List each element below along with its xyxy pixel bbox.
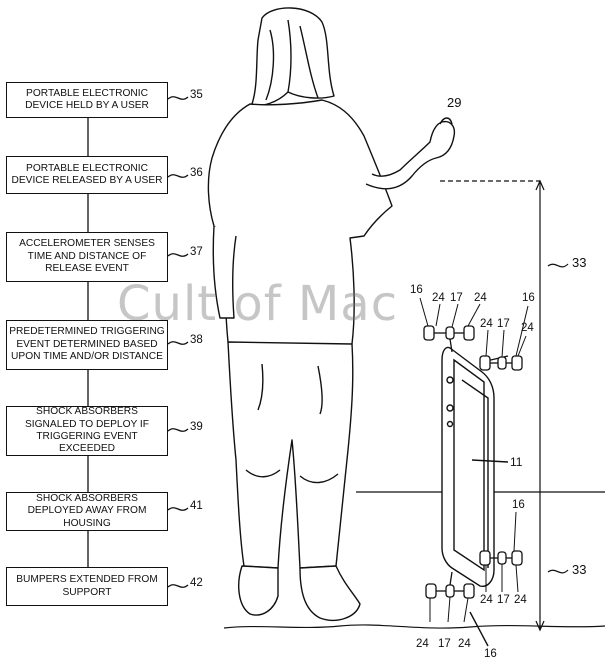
- flow-step-36: PORTABLE ELECTRONIC DEVICE RELEASED BY A…: [6, 156, 168, 194]
- label-bumper-b: 24: [474, 292, 487, 304]
- label-shock-absorber-bottom: 16: [484, 648, 497, 660]
- label-support-a: 17: [450, 292, 463, 304]
- label-drop-height-top: 33: [572, 255, 587, 270]
- shock-absorbers: [423, 325, 523, 599]
- label-support-d: 17: [438, 638, 451, 650]
- label-shock-absorber-br: 16: [512, 499, 525, 511]
- flow-ref-39: 39: [190, 421, 203, 433]
- label-bumper-g: 24: [416, 638, 429, 650]
- flow-ref-42: 42: [190, 577, 203, 589]
- label-shock-absorber-tl: 16: [410, 284, 423, 296]
- flow-step-37: ACCELEROMETER SENSES TIME AND DISTANCE O…: [6, 232, 168, 282]
- label-shock-absorber-tr: 16: [522, 292, 535, 304]
- flow-step-39: SHOCK ABSORBERS SIGNALED TO DEPLOY IF TR…: [6, 406, 168, 456]
- flow-ref-38: 38: [190, 334, 203, 346]
- label-support-b: 17: [497, 318, 510, 330]
- label-device: 11: [510, 455, 523, 469]
- label-hand: 29: [447, 95, 462, 110]
- flow-ref-35: 35: [190, 89, 203, 101]
- portable-device: [441, 346, 509, 647]
- callout-leaders: [419, 297, 529, 623]
- label-support-c: 17: [497, 594, 510, 606]
- label-bumper-h: 24: [458, 638, 471, 650]
- label-bumper-e: 24: [480, 594, 493, 606]
- flow-ref-41: 41: [190, 500, 203, 512]
- flow-step-41: SHOCK ABSORBERS DEPLOYED AWAY FROM HOUSI…: [6, 492, 168, 531]
- flow-ref-36: 36: [190, 167, 203, 179]
- flow-step-42: BUMPERS EXTENDED FROM SUPPORT: [6, 567, 168, 606]
- flow-step-38: PREDETERMINED TRIGGERING EVENT DETERMINE…: [6, 320, 168, 370]
- label-bumper-d: 24: [521, 322, 534, 334]
- label-bumper-c: 24: [480, 318, 493, 330]
- label-drop-height-bottom: 33: [572, 562, 587, 577]
- drop-height-dimension: [440, 179, 569, 632]
- flow-ref-37: 37: [190, 246, 203, 258]
- flow-step-35: PORTABLE ELECTRONIC DEVICE HELD BY A USE…: [6, 82, 168, 118]
- label-bumper-a: 24: [432, 292, 445, 304]
- user-figure: [207, 7, 456, 622]
- label-bumper-f: 24: [514, 594, 527, 606]
- flow-connectors: [87, 96, 189, 588]
